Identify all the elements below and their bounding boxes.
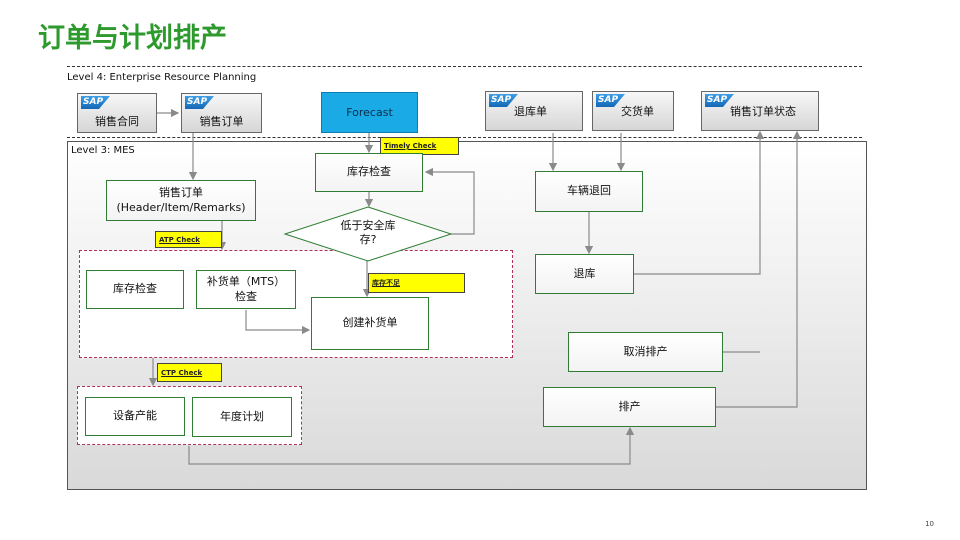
- replenish-check-box[interactable]: 补货单（MTS） 检查: [196, 270, 296, 309]
- level-divider: [67, 137, 862, 138]
- arrow-decision-loop: [424, 167, 475, 235]
- sap-box-label: 销售合同: [95, 115, 139, 128]
- mes-sales-order-title: 销售订单: [159, 185, 203, 199]
- decision-line2: 存?: [359, 233, 377, 247]
- sap-box-label: 交货单: [621, 105, 654, 118]
- sap-logo-icon: SAP: [185, 96, 214, 109]
- arrow-replenish-to-create: [245, 310, 311, 335]
- annual-plan-box[interactable]: 年度计划: [192, 397, 292, 437]
- sap-logo-icon: SAP: [81, 96, 110, 109]
- cancel-schedule-box[interactable]: 取消排产: [568, 332, 723, 372]
- decision-diamond: [283, 206, 453, 262]
- ctp-check-label: CTP Check: [157, 363, 222, 382]
- sap-box-label: 退库单: [514, 105, 547, 118]
- atp-check-label: ATP Check: [155, 231, 222, 248]
- mes-sales-order-box[interactable]: 销售订单 (Header/Item/Remarks): [106, 180, 256, 221]
- page-number: 10: [925, 520, 934, 528]
- level4-top-divider: [67, 66, 862, 67]
- replenish-subtitle: 检查: [235, 289, 257, 303]
- sap-box-delivery[interactable]: SAP 交货单: [592, 91, 674, 131]
- decision-text[interactable]: 低于安全库 存?: [318, 219, 418, 248]
- level4-label: Level 4: Enterprise Resource Planning: [67, 72, 257, 83]
- schedule-box[interactable]: 排产: [543, 387, 716, 427]
- page-title: 订单与计划排产: [38, 23, 227, 54]
- replenish-title: 补货单（MTS）: [206, 274, 286, 288]
- mes-sales-order-subtitle: (Header/Item/Remarks): [116, 200, 246, 214]
- arrow-ctp-to-schedule: [188, 426, 635, 465]
- sap-box-return-order[interactable]: SAP 退库单: [485, 91, 583, 131]
- sap-box-contract[interactable]: SAP 销售合同: [77, 93, 157, 133]
- create-replenish-box[interactable]: 创建补货单: [311, 297, 429, 350]
- stock-check-box[interactable]: 库存检查: [86, 270, 184, 309]
- capacity-box[interactable]: 设备产能: [85, 397, 185, 436]
- arrow-schedule-to-status: [716, 130, 802, 408]
- sap-box-label: 销售订单状态: [730, 105, 796, 118]
- sap-box-order[interactable]: SAP 销售订单: [181, 93, 262, 133]
- vehicle-return-box[interactable]: 车辆退回: [535, 171, 643, 212]
- level3-label: Level 3: MES: [71, 145, 135, 156]
- return-stock-box[interactable]: 退库: [535, 254, 634, 294]
- stock-check-top-box[interactable]: 库存检查: [315, 153, 423, 192]
- sap-box-order-status[interactable]: SAP 销售订单状态: [701, 91, 819, 131]
- decision-line1: 低于安全库: [340, 219, 396, 232]
- shortage-label: 库存不足: [368, 273, 465, 293]
- arrow-return-to-status: [634, 130, 765, 275]
- forecast-box[interactable]: Forecast: [321, 92, 418, 133]
- sap-box-label: 销售订单: [199, 115, 244, 128]
